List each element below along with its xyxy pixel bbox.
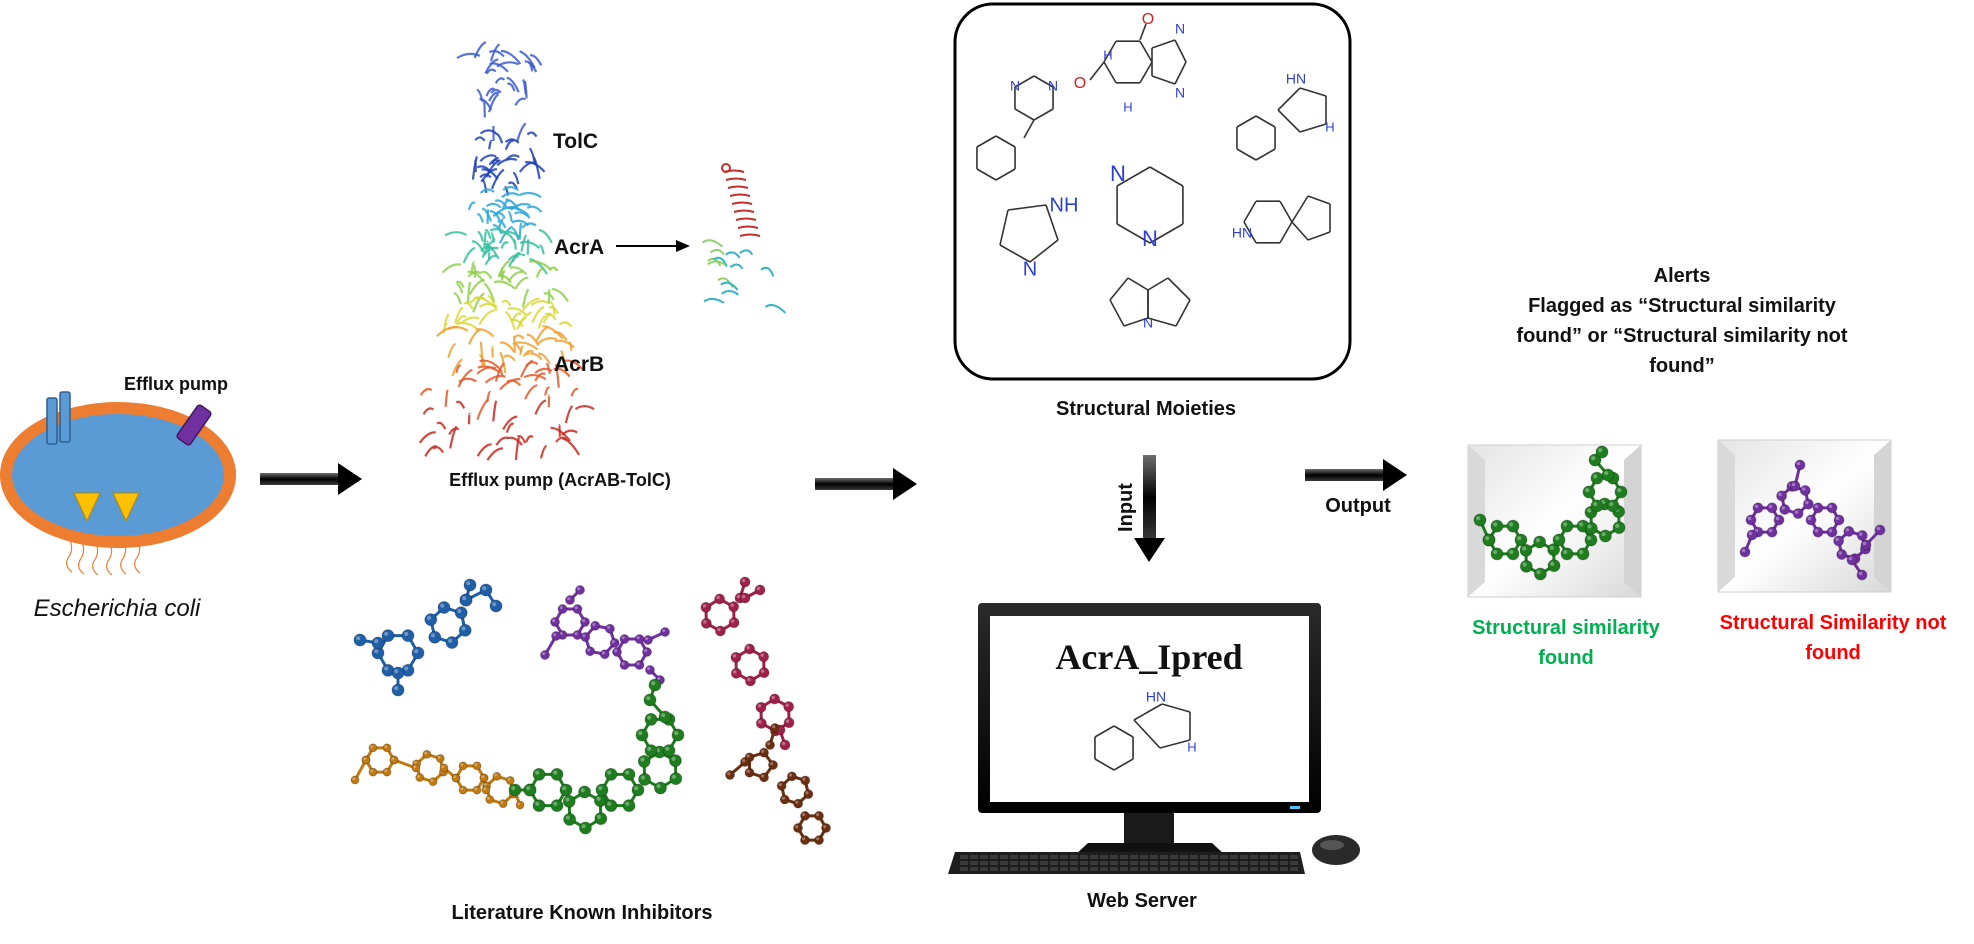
efflux-pump-caption: Efflux pump (AcrAB-TolC) — [449, 470, 671, 491]
alerts-line-1: Flagged as “Structural similarity — [1528, 295, 1836, 318]
app-title: AcrA_Ipred — [1055, 636, 1242, 678]
not-found-label-line-1: Structural Similarity not — [1720, 612, 1947, 635]
porin-channel-left — [47, 398, 57, 444]
atom-label: N — [1010, 78, 1020, 94]
atom-label: H — [1123, 99, 1132, 114]
atom-label: NH — [1050, 194, 1079, 216]
atom-label: HN — [1146, 689, 1166, 705]
atom-label: H — [1103, 47, 1112, 62]
porin-channel-right — [60, 392, 70, 442]
protein-band — [443, 261, 568, 312]
output-label: Output — [1325, 495, 1391, 518]
acra-ribbon-structure — [703, 164, 786, 313]
inhibitor-blue — [354, 579, 502, 696]
inhibitor-brown — [726, 724, 831, 845]
atom-label: O — [1074, 75, 1086, 92]
web-server-caption: Web Server — [1087, 890, 1197, 913]
tolc-label: TolC — [553, 130, 598, 154]
protein-band — [473, 130, 545, 195]
not-found-label-line-2: found — [1805, 642, 1861, 665]
atom-label: O — [1142, 11, 1154, 28]
atom-label: N — [1023, 258, 1037, 280]
found-label-line-1: Structural similarity — [1472, 617, 1660, 640]
atom-label: HN — [1232, 225, 1252, 241]
atom-label: N — [1143, 315, 1153, 331]
inhibitor-orange — [351, 744, 524, 809]
monitor-neck — [1124, 813, 1174, 843]
alerts-title: Alerts — [1654, 265, 1711, 288]
computer-mouse — [1312, 835, 1360, 865]
efflux-pump-label: Efflux pump — [124, 374, 228, 395]
power-led — [1290, 806, 1300, 809]
species-label: Escherichia coli — [34, 595, 201, 623]
flow-arrow-output — [1305, 459, 1407, 491]
protein-band — [457, 42, 541, 141]
flow-arrow-2 — [815, 468, 917, 500]
alerts-line-2: found” or “Structural similarity not — [1516, 325, 1847, 348]
structural-moieties-caption: Structural Moieties — [1056, 398, 1236, 421]
literature-inhibitor-molecules — [351, 577, 831, 845]
inhibitor-crimson — [701, 577, 794, 750]
inhibitors-caption: Literature Known Inhibitors — [451, 902, 712, 925]
alerts-line-3: found” — [1649, 355, 1715, 378]
atom-label: N — [1142, 226, 1158, 251]
found-label-line-2: found — [1538, 647, 1594, 670]
mouse-highlight — [1320, 840, 1344, 850]
atom-label: HN — [1286, 71, 1306, 87]
atom-label: N — [1110, 161, 1126, 186]
inhibitor-green — [509, 679, 684, 834]
protein-band — [445, 229, 552, 274]
atom-label: N — [1048, 78, 1058, 94]
inhibitor-purple — [541, 586, 670, 685]
atom-label: N — [1175, 21, 1185, 37]
atom-label: H — [1187, 739, 1196, 754]
protein-band — [420, 400, 594, 460]
input-label: Input — [1115, 483, 1138, 532]
acra-pointer-arrow — [616, 240, 690, 252]
atom-label: H — [1325, 119, 1334, 134]
acrb-label: AcrB — [554, 353, 604, 377]
flow-arrow-input — [1134, 455, 1165, 562]
acra-label: AcrA — [554, 236, 604, 260]
flow-arrow-1 — [260, 463, 362, 495]
atom-label: N — [1175, 85, 1185, 101]
ecoli-cell-illustration — [6, 392, 230, 575]
